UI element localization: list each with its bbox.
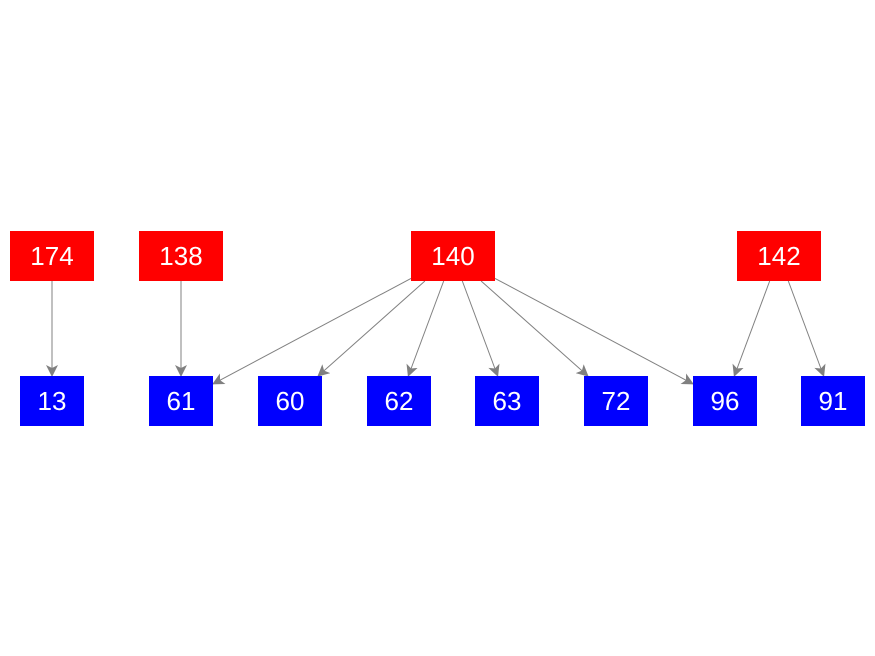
node-box [20,376,84,426]
target-node-60: 60 [258,376,322,426]
target-node-63: 63 [475,376,539,426]
source-node-142: 142 [737,231,821,281]
node-box [584,376,648,426]
source-node-138: 138 [139,231,223,281]
node-label: 13 [38,386,67,416]
node-label: 60 [276,386,305,416]
node-label: 174 [30,241,73,271]
node-box [139,231,223,281]
node-label: 96 [711,386,740,416]
edge-140-to-61 [212,277,412,385]
node-box [801,376,865,426]
node-label: 61 [167,386,196,416]
edge-140-to-60 [317,280,426,377]
node-label: 62 [385,386,414,416]
edge-140-to-96 [494,277,694,385]
edge-140-to-72 [480,280,589,377]
node-label: 142 [757,241,800,271]
target-node-96: 96 [693,376,757,426]
target-node-13: 13 [20,376,84,426]
node-label: 63 [493,386,522,416]
node-box [10,231,94,281]
source-node-174: 174 [10,231,94,281]
node-box [411,231,495,281]
target-node-61: 61 [149,376,213,426]
node-box [258,376,322,426]
node-box [367,376,431,426]
edge-142-to-96 [732,280,771,377]
node-box [149,376,213,426]
target-node-72: 72 [584,376,648,426]
nodes-layer: 174 138 140 142 13 61 60 62 63 72 96 91 [10,231,865,426]
edge-140-to-63 [461,280,500,377]
node-box [693,376,757,426]
source-node-140: 140 [411,231,495,281]
node-label: 140 [431,241,474,271]
edges-layer [46,277,826,385]
target-node-62: 62 [367,376,431,426]
node-label: 138 [159,241,202,271]
edge-142-to-91 [787,280,826,377]
edge-140-to-62 [406,280,445,377]
node-label: 72 [602,386,631,416]
node-label: 91 [819,386,848,416]
target-node-91: 91 [801,376,865,426]
node-box [737,231,821,281]
node-box [475,376,539,426]
